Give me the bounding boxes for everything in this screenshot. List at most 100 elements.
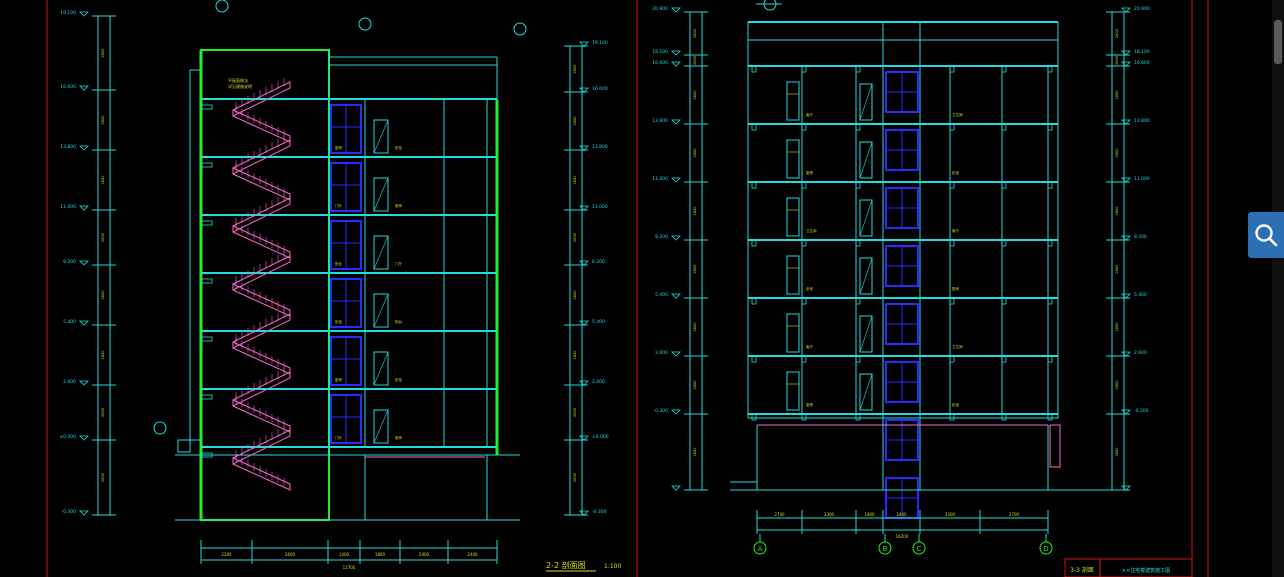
door-swing bbox=[373, 293, 389, 328]
elevation-label: 13.800 bbox=[652, 118, 668, 124]
dimension-text: 2800 bbox=[1115, 29, 1119, 38]
detail-callout bbox=[763, 0, 777, 11]
elevation-label: 5.400 bbox=[1134, 292, 1147, 298]
elevation-marker bbox=[671, 177, 681, 183]
section-title: 2-2 剖面图 bbox=[546, 560, 586, 570]
dimension-total: 16200 bbox=[896, 534, 909, 539]
elevation-marker bbox=[79, 205, 89, 211]
landing-beam bbox=[201, 394, 213, 400]
door-frame bbox=[373, 409, 389, 444]
landing-beam bbox=[201, 104, 213, 110]
elevation-marker bbox=[79, 85, 89, 91]
elevation-marker bbox=[579, 205, 589, 211]
landing-beam bbox=[201, 220, 213, 226]
door-frame bbox=[786, 371, 800, 411]
elevation-marker bbox=[579, 435, 589, 441]
elevation-label: -0.300 bbox=[1134, 408, 1149, 414]
door-frame bbox=[786, 255, 800, 295]
elevation-label: 5.400 bbox=[592, 319, 605, 325]
door-frame bbox=[859, 373, 873, 411]
dimension-text: 2800 bbox=[573, 408, 577, 417]
annotation: 平屋面做法 bbox=[228, 77, 248, 83]
dimension-text: 2800 bbox=[693, 56, 697, 65]
elevation-label: 13.800 bbox=[1134, 118, 1150, 124]
dimension-text: 2800 bbox=[573, 117, 577, 126]
elevation-marker bbox=[671, 235, 681, 241]
room-label: 厨房 bbox=[806, 402, 814, 407]
scrollbar-thumb[interactable] bbox=[1274, 20, 1282, 64]
section-2-2: 19.100280016.600280013.800280011.0002800… bbox=[59, 0, 609, 570]
grid-axis-bubble bbox=[753, 541, 767, 555]
elevation-marker bbox=[671, 119, 681, 125]
door-swing bbox=[373, 409, 389, 444]
beam bbox=[855, 413, 861, 421]
beam bbox=[949, 413, 955, 421]
grid-axis-label: A bbox=[758, 545, 763, 553]
dimension-text: 2800 bbox=[1115, 149, 1119, 158]
dimension-text: 2800 bbox=[101, 291, 105, 300]
dimension-text: 2800 bbox=[693, 323, 697, 332]
detail-callout bbox=[513, 22, 527, 36]
room-label: 卧室 bbox=[952, 170, 960, 175]
dimension-text: 2800 bbox=[1115, 91, 1119, 100]
elevation-label: -0.300 bbox=[61, 509, 76, 515]
dimension-text: 3300 bbox=[945, 512, 956, 517]
dimension-text: 2800 bbox=[573, 351, 577, 360]
dimension-text: 3300 bbox=[824, 512, 835, 517]
stair-flight bbox=[232, 283, 291, 317]
elevation-label: 2.600 bbox=[655, 350, 668, 356]
door-frame bbox=[859, 315, 873, 353]
elevation-label: -0.300 bbox=[592, 509, 607, 515]
dimension-text: 1800 bbox=[864, 512, 875, 517]
beam bbox=[751, 123, 757, 131]
door-frame bbox=[859, 257, 873, 295]
drawing-frame bbox=[46, 0, 1209, 577]
elevation-label: 19.100 bbox=[592, 40, 608, 46]
beam bbox=[751, 65, 757, 73]
door-swing bbox=[373, 351, 389, 386]
section-title-group: 2-2 剖面图 1:100 bbox=[546, 560, 621, 572]
elevation-marker bbox=[79, 510, 89, 516]
elevation-marker bbox=[1121, 177, 1131, 183]
dimension-text: 2800 bbox=[693, 207, 697, 216]
elevation-label: 16.600 bbox=[1134, 60, 1150, 66]
elevation-marker bbox=[79, 260, 89, 266]
dimension-text: 2800 bbox=[1115, 323, 1119, 332]
door-swing bbox=[859, 257, 873, 295]
elevation-label: 16.600 bbox=[652, 60, 668, 66]
door-swing bbox=[859, 315, 873, 353]
dimension-text: 2800 bbox=[101, 473, 105, 482]
door-swing bbox=[373, 119, 389, 154]
search-button[interactable] bbox=[1248, 212, 1284, 258]
beam bbox=[751, 297, 757, 305]
elevation-label: ±0.000 bbox=[592, 434, 609, 440]
room-label: 厨房 bbox=[335, 145, 343, 150]
elevation-marker bbox=[579, 41, 589, 47]
elevation-marker bbox=[79, 435, 89, 441]
door-frame bbox=[373, 119, 389, 154]
door-frame bbox=[373, 351, 389, 386]
landing-beam bbox=[201, 336, 213, 342]
stair-flight bbox=[232, 225, 291, 259]
dimension-text: 2800 bbox=[1115, 448, 1119, 457]
dimension-text: 2800 bbox=[1115, 381, 1119, 390]
dimension-text: 2800 bbox=[573, 291, 577, 300]
vertical-scrollbar[interactable] bbox=[1272, 0, 1284, 577]
detail-callout bbox=[153, 421, 167, 435]
room-label: 客厅 bbox=[952, 228, 960, 233]
door-frame bbox=[373, 177, 389, 212]
room-label: 门厅 bbox=[335, 203, 343, 208]
grid-axis-label: B bbox=[883, 545, 888, 553]
title-block-label: 3-3 剖面 bbox=[1070, 566, 1094, 574]
landing-beam bbox=[201, 162, 213, 168]
detail-callout bbox=[215, 0, 229, 13]
room-label: 卫生间 bbox=[806, 228, 817, 233]
door-swing bbox=[859, 373, 873, 411]
elevation-marker bbox=[671, 50, 681, 56]
beam bbox=[751, 413, 757, 421]
door-frame bbox=[786, 197, 800, 237]
dimension-text: 2800 bbox=[693, 149, 697, 158]
elevation-label: ±0.000 bbox=[59, 434, 76, 440]
door-frame bbox=[373, 235, 389, 270]
